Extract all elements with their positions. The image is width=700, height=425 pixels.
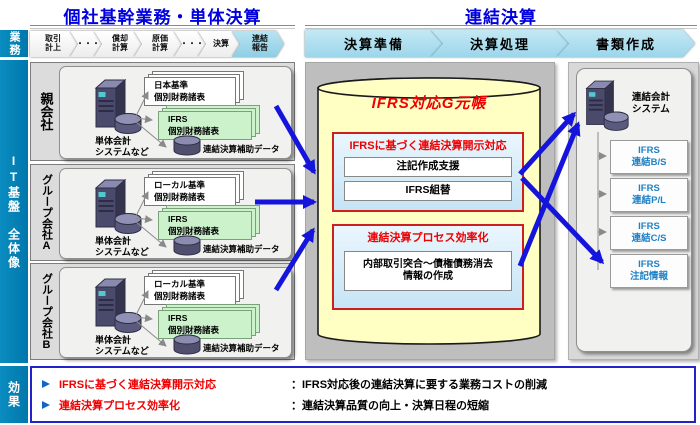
sidebar-label-it-infra: IT基盤 全体像: [0, 60, 28, 363]
doc-ifrs-cs: IFRS 連結C/S: [610, 216, 688, 250]
sidebar-label-kouka: 効果: [0, 366, 28, 423]
server-icon: [91, 79, 143, 135]
db-label: 連結決算補助データ: [203, 244, 280, 254]
effect-row-1: IFRSに基づく連結決算開示対応 ：IFRS対応後の連結決算に要する業務コストの…: [42, 376, 686, 392]
process-step-genka: 原価 計算: [134, 31, 182, 57]
internal-transaction-item: 内部取引突合～債権債務消去 情報の作成: [344, 251, 512, 291]
system-label: 単体会計 システムなど: [95, 236, 149, 258]
company-name-group-b: グループ会社B: [40, 272, 53, 351]
doc-ifrs-individual: IFRS 個別財務諸表: [158, 105, 260, 140]
bullet-arrowhead-icon: [42, 401, 50, 409]
process-step-torihiki: 取引 計上: [30, 31, 78, 57]
doc-ifrs-notes: IFRS 注記情報: [610, 254, 688, 288]
effect-label-2: 連結決算プロセス効率化: [59, 400, 180, 412]
doc-ifrs-pl: IFRS 連結P/L: [610, 178, 688, 212]
doc-local-standard: ローカル基準 個別財務諸表: [144, 270, 244, 305]
process-step-kessan-junbi: 決算準備: [305, 30, 443, 57]
effect-label-1: IFRSに基づく連結決算開示対応: [59, 379, 217, 391]
bullet-arrowhead-icon: [42, 380, 50, 388]
note-creation-support-item: 注記作成支援: [344, 157, 512, 177]
company-name-parent: 親会社: [38, 92, 54, 131]
left-title-underline: [30, 25, 295, 29]
server-icon: [91, 179, 143, 235]
effect-desc-1: ：IFRS対応後の連結決算に要する業務コストの削減: [291, 379, 548, 391]
process-efficiency-box: 連結決算プロセス効率化 内部取引突合～債権債務消去 情報の作成: [332, 224, 524, 310]
process-step-shorui-sakusei: 書類作成: [557, 30, 695, 57]
db-label: 連結決算補助データ: [203, 144, 280, 154]
left-section-title: 個社基幹業務・単体決算: [63, 8, 262, 27]
ledger-title: IFRS対応G元帳: [371, 95, 487, 112]
database-icon: [172, 235, 202, 257]
ifrs-reclass-item: IFRS組替: [344, 181, 512, 201]
doc-ifrs-individual: IFRS 個別財務諸表: [158, 205, 260, 240]
doc-local-standard: ローカル基準 個別財務諸表: [144, 171, 244, 206]
doc-local-standard: 日本基準 個別財務諸表: [144, 71, 244, 106]
sidebar-label-gyomu: 業務: [0, 30, 28, 57]
disclosure-support-box: IFRSに基づく連結決算開示対応 注記作成支援 IFRS組替: [332, 132, 524, 212]
effect-row-2: 連結決算プロセス効率化 ：連結決算品質の向上・決算日程の短縮: [42, 397, 686, 413]
process-efficiency-title: 連結決算プロセス効率化: [367, 232, 489, 244]
disclosure-support-title: IFRSに基づく連結決算開示対応: [349, 140, 507, 152]
consolidation-process-flow: 決算準備 決算処理 書類作成: [305, 30, 695, 57]
server-icon: [91, 278, 143, 334]
database-icon: [172, 334, 202, 356]
database-icon: [172, 135, 202, 157]
process-step-renketsu-hokoku: 連結 報告: [232, 31, 284, 57]
doc-ifrs-individual: IFRS 個別財務諸表: [158, 304, 260, 339]
effect-desc-2: ：連結決算品質の向上・決算日程の短縮: [291, 400, 489, 412]
company-strip-group-a: グループ会社A 単体会計 システムなど ローカル基準 個別財務諸表 IFRS 個…: [30, 164, 295, 261]
process-step-kessan-shori: 決算処理: [431, 30, 569, 57]
right-title-underline: [305, 25, 697, 29]
company-strip-group-b: グループ会社B 単体会計 システムなど ローカル基準 個別財務諸表 IFRS 個…: [30, 263, 295, 360]
consolidation-system-label: 連結会計 システム: [632, 92, 671, 116]
unit-process-flow: 取引 計上 ・・・ 償却 計算 原価 計算 ・・・ 決算 連結 報告: [30, 31, 284, 57]
system-label: 単体会計 システムなど: [95, 136, 149, 158]
doc-ifrs-bs: IFRS 連結B/S: [610, 140, 688, 174]
server-icon: [582, 80, 630, 132]
system-label: 単体会計 システムなど: [95, 335, 149, 357]
effects-box: IFRSに基づく連結決算開示対応 ：IFRS対応後の連結決算に要する業務コストの…: [30, 366, 696, 423]
company-name-group-a: グループ会社A: [40, 173, 53, 252]
right-section-title: 連結決算: [465, 8, 537, 27]
process-step-dots-1: ・・・: [70, 31, 102, 57]
process-step-shokyaku: 償却 計算: [94, 31, 142, 57]
company-strip-parent: 親会社 単体会計 システムなど 日本基準 個別財務諸表 IFRS 個別財務諸表 …: [30, 62, 295, 161]
db-label: 連結決算補助データ: [203, 343, 280, 353]
